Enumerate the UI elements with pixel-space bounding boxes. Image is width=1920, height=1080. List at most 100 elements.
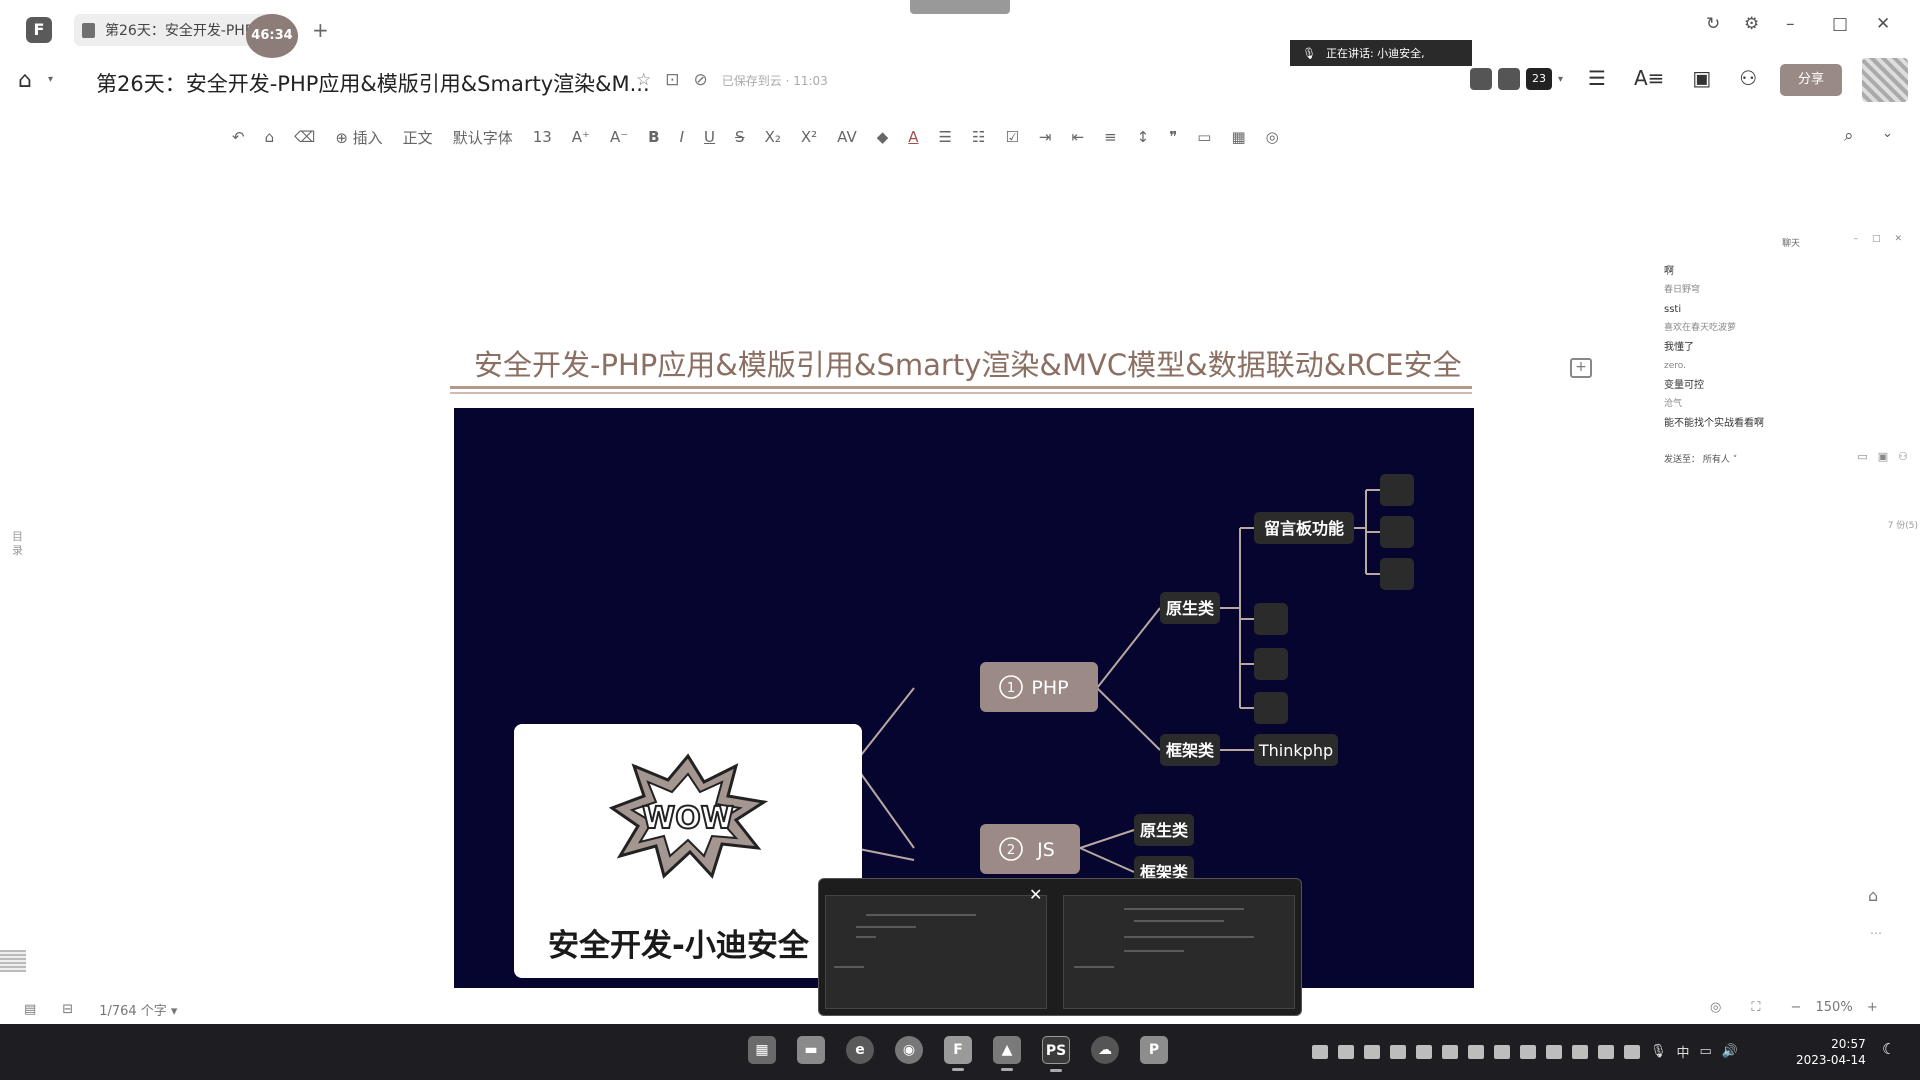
screen-share-indicator[interactable] [910, 0, 1010, 14]
tray-app-icon[interactable] [1312, 1044, 1328, 1059]
subscript-icon[interactable]: X₂ [764, 128, 781, 146]
minimize-button[interactable]: – [1786, 14, 1795, 34]
decrease-font-icon[interactable]: A⁻ [609, 128, 629, 146]
tray-app-icon[interactable] [1520, 1044, 1536, 1059]
eraser-icon[interactable]: ⌫ [294, 128, 316, 146]
outline-toggle[interactable]: 目录 [12, 530, 23, 557]
left-panel-thumbnail[interactable] [0, 950, 26, 972]
text-style-icon[interactable]: A≡ [1633, 66, 1665, 90]
document-title[interactable]: 第26天：安全开发-PHP应用&模版引用&Smarty渲染&M... [96, 72, 650, 96]
line-height-icon[interactable]: ↕ [1136, 128, 1150, 146]
widgets-icon[interactable]: ▦ [748, 1036, 776, 1064]
table-icon[interactable]: ▦ [1231, 128, 1246, 146]
display-icon[interactable] [1546, 1044, 1562, 1059]
tray-app-icon[interactable] [1416, 1044, 1432, 1059]
close-button[interactable]: ✕ [1876, 14, 1891, 34]
notification-icon[interactable]: ☾ [1882, 1040, 1896, 1058]
increase-font-icon[interactable]: A⁺ [571, 128, 590, 146]
zoom-in-button[interactable]: + [1866, 1000, 1878, 1015]
add-comment-icon[interactable]: + [1570, 358, 1592, 378]
file-explorer-icon[interactable]: ▬ [797, 1036, 825, 1064]
volume-icon[interactable]: 🔊 [1721, 1044, 1739, 1059]
quote-icon[interactable]: ❞ [1169, 128, 1178, 146]
font-color-icon[interactable]: A [908, 128, 919, 146]
tray-app-icon[interactable] [1390, 1044, 1406, 1059]
menu-icon[interactable]: ☰ [1588, 66, 1606, 90]
document-heading[interactable]: 安全开发-PHP应用&模版引用&Smarty渲染&MVC模型&数据联动&RCE安… [474, 348, 1462, 382]
font-size-select[interactable]: 13 [532, 128, 552, 146]
document-tab[interactable]: 第26天：安全开发-PHP [74, 14, 274, 46]
tray-app-icon[interactable] [1364, 1044, 1380, 1059]
tray-app-icon[interactable] [1468, 1044, 1484, 1059]
fullscreen-icon[interactable]: ⛶ [1751, 1000, 1761, 1015]
window-thumbnail[interactable] [825, 895, 1047, 1009]
battery-icon[interactable] [1624, 1044, 1640, 1059]
font-family-select[interactable]: 默认字体 [452, 128, 513, 147]
numbered-list-icon[interactable]: ☷ [972, 128, 986, 146]
word-count[interactable]: 1/764 个字 ▾ [99, 1004, 178, 1019]
windows-icon[interactable] [1598, 1044, 1614, 1059]
shield-icon[interactable] [1338, 1044, 1354, 1059]
letter-spacing-icon[interactable]: AV [837, 128, 857, 146]
tray-app-icon[interactable] [1494, 1044, 1510, 1059]
insert-menu[interactable]: ⊕ 插入 [335, 128, 383, 147]
user-avatar[interactable] [1862, 58, 1908, 102]
send-to-select[interactable]: 所有人 ˅ [1702, 455, 1738, 465]
maximize-button[interactable]: □ [1832, 14, 1849, 34]
edge-icon[interactable]: e [846, 1036, 874, 1064]
chrome-icon[interactable]: ◉ [895, 1036, 923, 1064]
chat-tool-icons[interactable]: ▭▣⚇ [1857, 450, 1918, 463]
thinkphp-node[interactable]: Thinkphp [1254, 734, 1338, 766]
chevron-down-icon[interactable]: ▾ [1558, 73, 1564, 85]
italic-icon[interactable]: I [679, 128, 685, 146]
microphone-icon[interactable]: 🎙 [1650, 1044, 1667, 1059]
plugin-icon[interactable]: ◎ [1265, 128, 1279, 146]
code-block-icon[interactable]: ▭ [1197, 128, 1212, 146]
home-icon[interactable]: ⌂ [18, 68, 32, 93]
bold-icon[interactable]: B [648, 128, 660, 146]
share-button[interactable]: 分享 [1780, 64, 1842, 96]
undo-icon[interactable]: ↶ [232, 128, 245, 146]
collaborators[interactable]: 23 ▾ [1470, 68, 1563, 90]
indent-less-icon[interactable]: ⇤ [1071, 128, 1085, 146]
refresh-icon[interactable]: ↻ [1706, 14, 1721, 34]
paragraph-style-select[interactable]: 正文 [402, 128, 433, 147]
add-collaborator-icon[interactable]: ⚇ [1739, 66, 1758, 90]
new-tab-button[interactable]: + [312, 18, 329, 42]
note-app-icon[interactable]: F [944, 1036, 972, 1064]
superscript-icon[interactable]: X² [800, 128, 818, 146]
sync-icon[interactable] [1442, 1044, 1458, 1059]
align-icon[interactable]: ≡ [1104, 128, 1117, 146]
bullet-list-icon[interactable]: ☰ [938, 128, 952, 146]
star-icon[interactable]: ☆ [636, 70, 652, 90]
highlight-icon[interactable]: ◆ [876, 128, 889, 146]
monitor-icon[interactable]: ▭ [1699, 1044, 1712, 1059]
indent-more-icon[interactable]: ⇥ [1038, 128, 1052, 146]
input-language[interactable]: 中 [1676, 1046, 1690, 1061]
move-folder-icon[interactable]: ⊡ [665, 70, 680, 90]
format-painter-icon[interactable]: ⌂ [264, 128, 275, 146]
zoom-level[interactable]: 150% [1815, 1000, 1853, 1015]
php-native-node[interactable]: 原生类 [1160, 592, 1220, 624]
search-icon[interactable]: ⌕ [1844, 126, 1854, 146]
app-logo-icon[interactable]: F [26, 17, 52, 43]
zoom-out-button[interactable]: − [1790, 1000, 1802, 1015]
checklist-icon[interactable]: ☑ [1005, 128, 1019, 146]
php-framework-node[interactable]: 框架类 [1160, 734, 1220, 766]
network-icon[interactable] [1572, 1044, 1588, 1059]
underline-icon[interactable]: U [704, 128, 716, 146]
outline-icon[interactable]: ▤ [24, 1002, 37, 1017]
window-thumbnail[interactable] [1063, 895, 1295, 1009]
photos-icon[interactable]: ▲ [993, 1036, 1021, 1064]
phpstorm-icon[interactable]: PS [1042, 1036, 1070, 1064]
page-layout-icon[interactable]: ⊟ [62, 1002, 74, 1017]
chevron-down-icon[interactable]: ⌄ [1882, 126, 1893, 141]
focus-mode-icon[interactable]: ◎ [1710, 1000, 1722, 1015]
message-board-node[interactable]: 留言板功能 [1254, 512, 1354, 544]
more-icon[interactable]: ⋯ [1870, 926, 1882, 940]
system-clock[interactable]: 20:57 2023-04-14 [1796, 1036, 1866, 1068]
powerpoint-icon[interactable]: P [1140, 1036, 1168, 1064]
chevron-down-icon[interactable]: ▾ [48, 74, 54, 85]
chat-send-target[interactable]: 发送至： 所有人 ˅ [1664, 452, 1737, 465]
chat-window-controls[interactable]: –□✕ [1853, 234, 1916, 244]
